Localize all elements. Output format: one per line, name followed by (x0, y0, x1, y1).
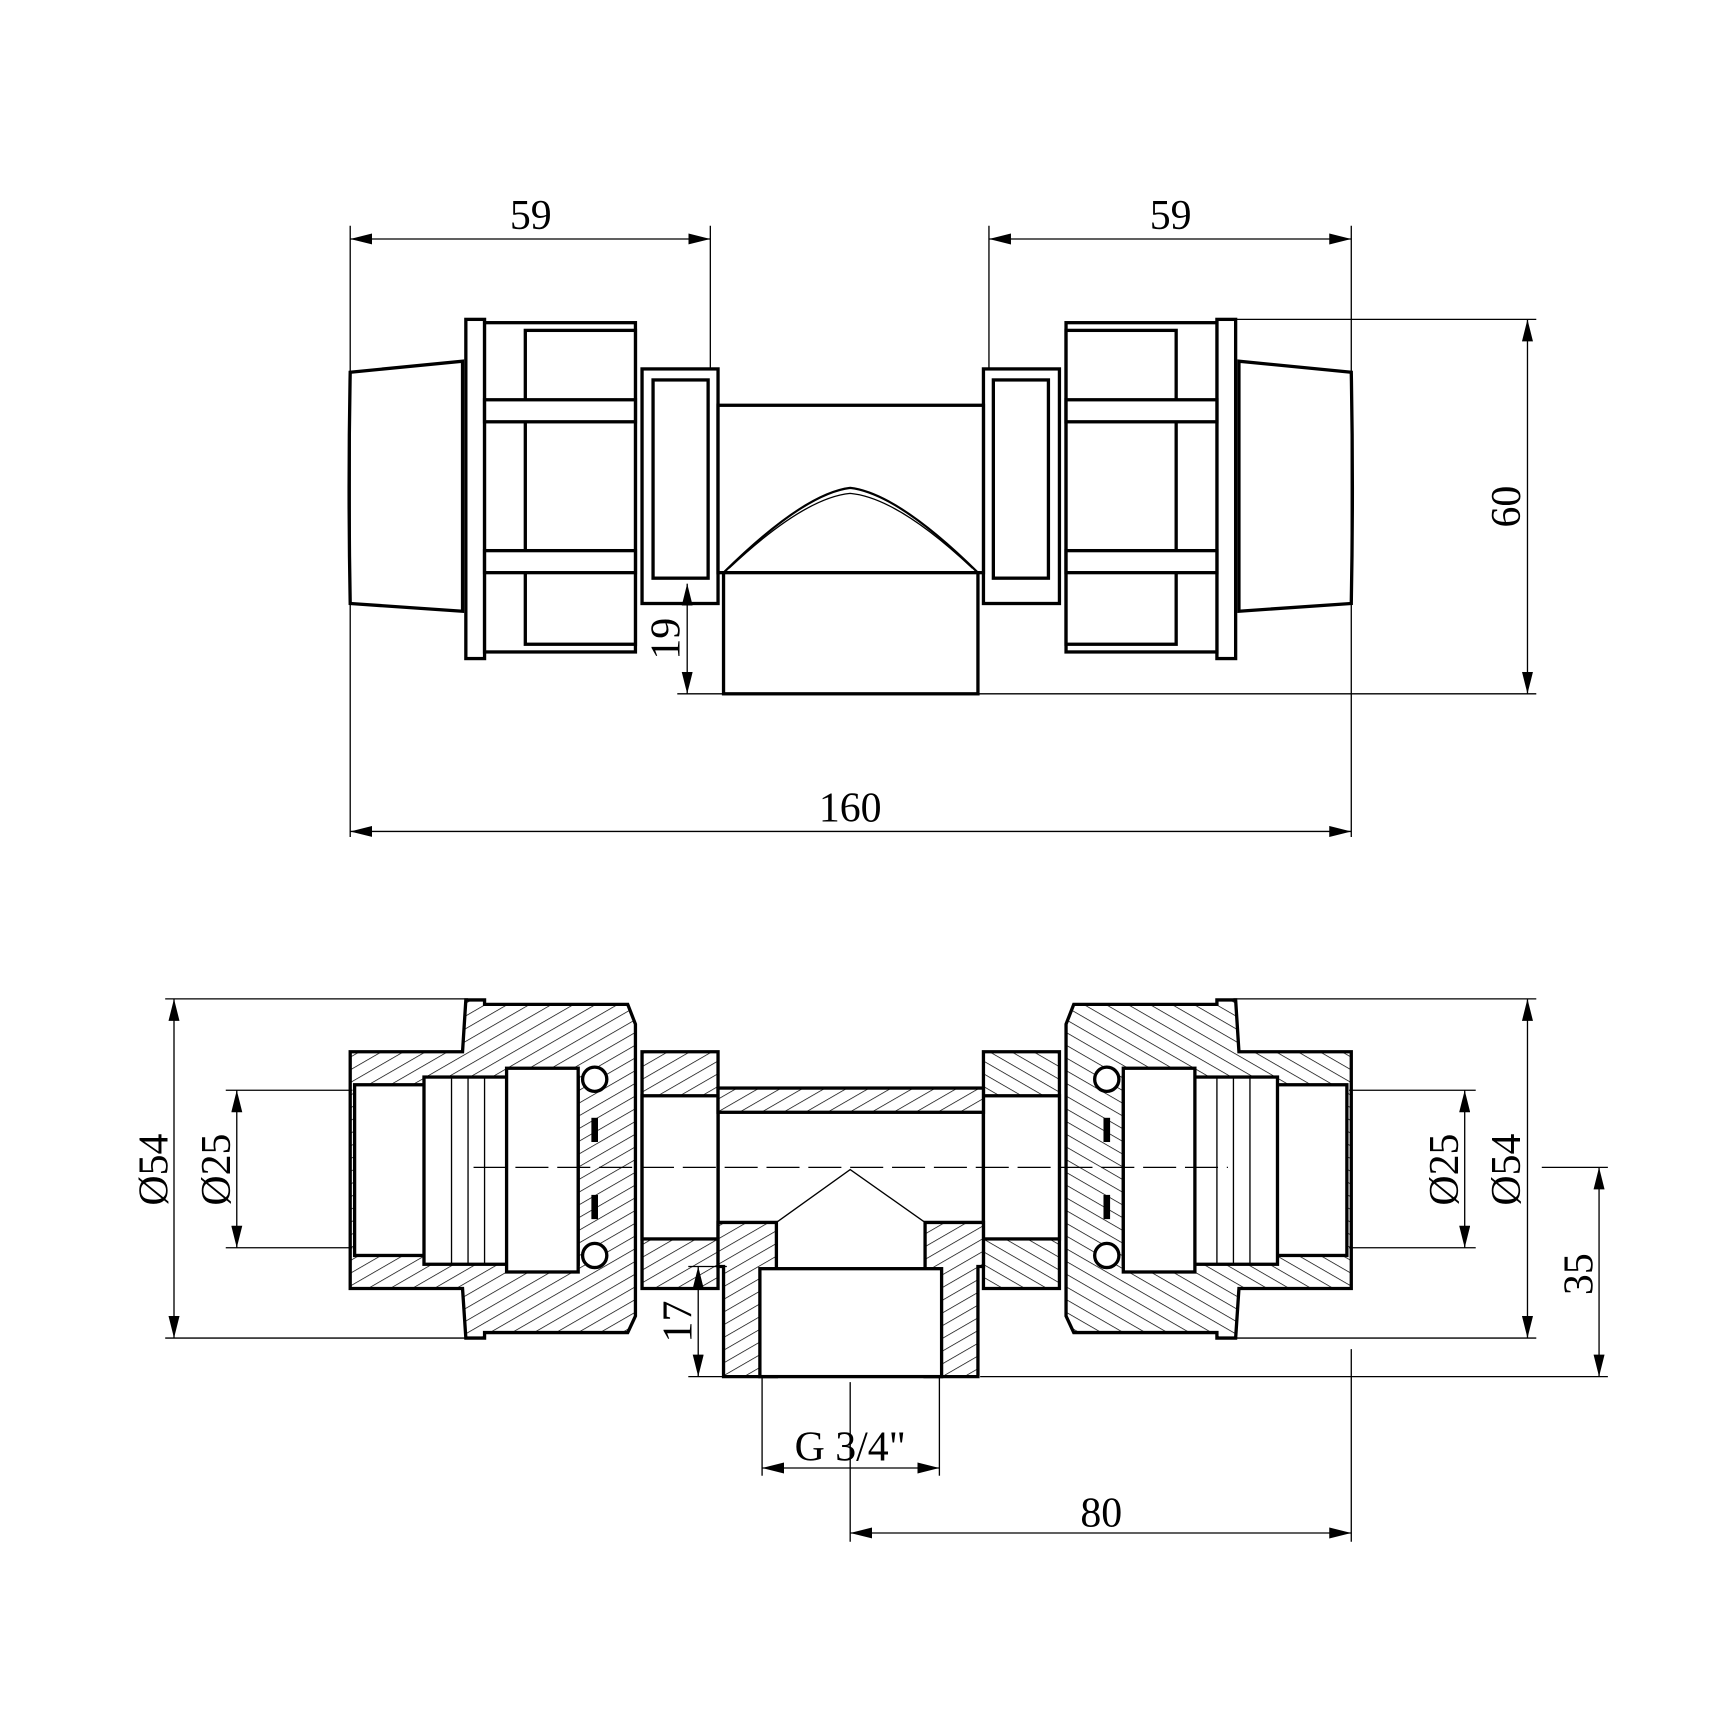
dim-height: 60 (1484, 486, 1530, 528)
dim-branch-offset: 19 (643, 618, 689, 660)
dim-branch-depth: 17 (656, 1301, 702, 1343)
top-view (347, 317, 1355, 696)
dim-outer-diameter-left: Ø54 (131, 1133, 177, 1205)
dim-outer-diameter-right: Ø54 (1484, 1133, 1530, 1205)
dim-inner-diameter-right: Ø25 (1422, 1134, 1468, 1206)
dim-inner-diameter-left: Ø25 (194, 1134, 240, 1206)
section-dimensions: Ø54 Ø25 Ø25 Ø54 35 17 G 3/4" 80 (131, 998, 1608, 1542)
top-dimensions: 59 59 160 60 19 (349, 193, 1537, 837)
dim-thread: G 3/4" (795, 1424, 906, 1470)
dim-right-length: 59 (1150, 193, 1192, 239)
dim-left-length: 59 (510, 193, 552, 239)
section-view (348, 998, 1353, 1379)
dim-total-length: 160 (819, 786, 882, 832)
dim-half-length: 80 (1080, 1490, 1122, 1536)
dim-center-height: 35 (1556, 1253, 1602, 1295)
